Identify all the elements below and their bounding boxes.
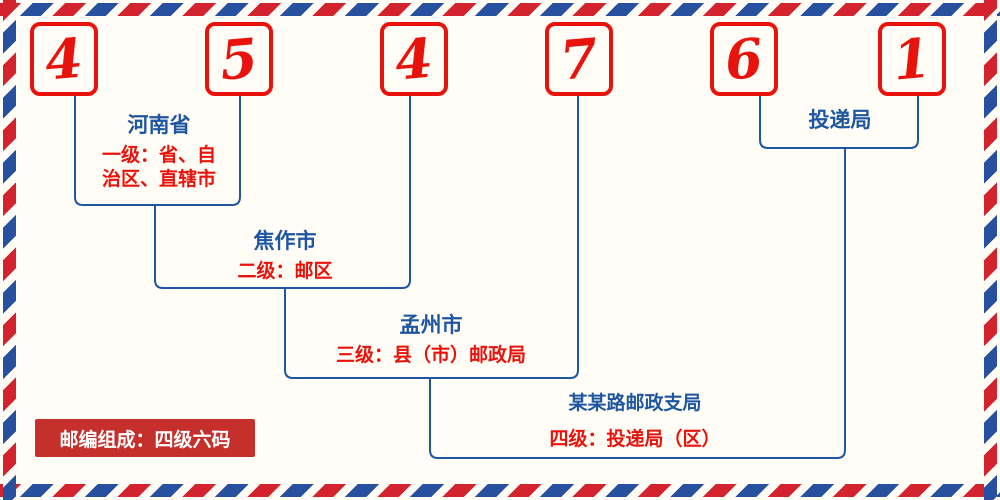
digit-box-4: 7	[545, 22, 613, 96]
airmail-stripe-top	[0, 3, 1000, 16]
level2-desc: 二级：邮区	[237, 260, 333, 283]
digit-box-3: 4	[380, 22, 448, 96]
digit-box-1: 4	[30, 22, 98, 96]
airmail-stripe-bottom	[0, 484, 1000, 497]
level4-label: 某某路邮政支局 四级：投递局（区）	[500, 392, 770, 452]
delivery-label: 投递局	[768, 107, 912, 133]
airmail-stripe-left	[3, 0, 16, 500]
digit-box-2: 5	[205, 22, 273, 96]
digit-box-6: 1	[878, 22, 946, 96]
level1-label: 河南省 一级：省、自 治区、直辖市	[76, 112, 242, 192]
digit-1: 4	[42, 25, 86, 93]
digit-5: 6	[722, 25, 766, 93]
delivery-name: 投递局	[808, 108, 872, 132]
level3-label: 孟州市 三级：县（市）邮政局	[300, 312, 562, 368]
level1-desc-line1: 一级：省、自	[101, 144, 216, 167]
digit-2: 5	[217, 25, 261, 93]
level4-desc: 四级：投递局（区）	[549, 427, 721, 450]
digit-4: 7	[557, 25, 601, 93]
airmail-stripe-right	[984, 0, 997, 500]
level2-name: 焦作市	[253, 229, 317, 253]
digit-6: 1	[890, 25, 934, 93]
level1-desc-line2: 治区、直辖市	[101, 168, 216, 190]
level1-desc: 一级：省、自 治区、直辖市	[76, 144, 242, 192]
composition-badge: 邮编组成：四级六码	[35, 419, 255, 457]
level4-name: 某某路邮政支局	[568, 392, 702, 414]
level3-name: 孟州市	[399, 313, 463, 337]
level1-name: 河南省	[127, 113, 191, 137]
level3-desc: 三级：县（市）邮政局	[335, 344, 526, 367]
digit-box-5: 6	[710, 22, 778, 96]
digit-3: 4	[392, 25, 436, 93]
level2-label: 焦作市 二级：邮区	[195, 228, 375, 284]
